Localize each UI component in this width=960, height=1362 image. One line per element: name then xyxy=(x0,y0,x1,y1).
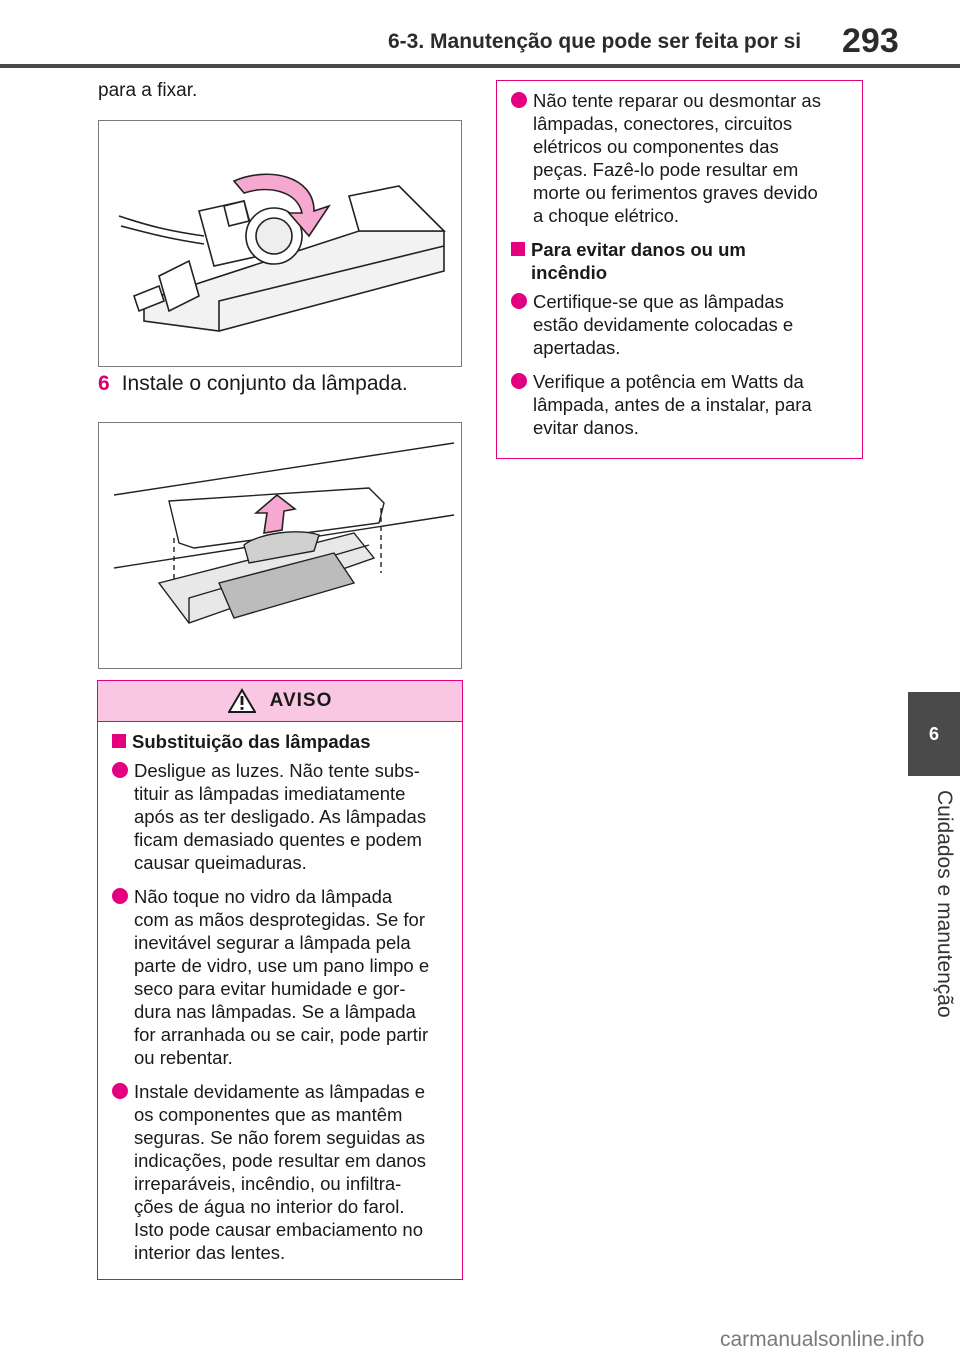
chapter-title-wrap: Cuidados e manutenção xyxy=(912,790,956,1040)
section-title: 6-3. Manutenção que pode ser feita por s… xyxy=(388,30,802,53)
intro-text: para a fixar. xyxy=(98,80,198,101)
figure-lamp-install xyxy=(98,422,462,669)
warning-label: AVISO xyxy=(269,690,333,711)
warning-bullet-text: Não toque no vidro da lâmpada com as mão… xyxy=(134,886,430,1068)
warning-heading: Substituição das lâmpadas xyxy=(112,730,448,753)
watermark: carmanualsonline.info xyxy=(720,1328,925,1351)
fire-prevention-bullet-text: Verifique a potência em Watts da lâmpada… xyxy=(533,371,812,438)
warning-continuation-box: Não tente reparar ou desmontar as lâmpad… xyxy=(496,80,863,459)
warning-bullet-text: Desligue as luzes. Não tente subs- titui… xyxy=(134,760,427,873)
lamp-assembly-illustration xyxy=(113,442,455,624)
step-number: 6 xyxy=(98,372,110,395)
bullet-dot-icon xyxy=(511,293,527,309)
fire-prevention-bullet-text: Certifique-se que as lâmpadas estão devi… xyxy=(533,291,794,358)
continuation-bullet: Não tente reparar ou desmontar as lâmpad… xyxy=(511,89,848,227)
warning-bullet: Desligue as luzes. Não tente subs- titui… xyxy=(112,759,448,874)
warning-box: AVISO Substituição das lâmpadas Desligue… xyxy=(97,680,463,1280)
warning-body: Substituição das lâmpadas Desligue as lu… xyxy=(98,722,462,1264)
bullet-dot-icon xyxy=(112,1083,128,1099)
fire-prevention-bullet: Certifique-se que as lâmpadas estão devi… xyxy=(511,290,848,359)
bullet-dot-icon xyxy=(511,92,527,108)
warning-bullet: Não toque no vidro da lâmpada com as mão… xyxy=(112,885,448,1069)
warning-triangle-icon xyxy=(227,688,256,713)
square-bullet-icon xyxy=(511,242,525,256)
chapter-title: Cuidados e manutenção xyxy=(933,790,956,1018)
warning-bullet-text: Instale devidamente as lâmpadas e os com… xyxy=(134,1081,427,1263)
chapter-number: 6 xyxy=(928,723,939,744)
square-bullet-icon xyxy=(112,734,126,748)
fire-prevention-bullet: Verifique a potência em Watts da lâmpada… xyxy=(511,370,848,439)
bulb-socket-illustration xyxy=(118,173,446,332)
step-6: 6 Instale o conjunto da lâmpada. xyxy=(98,372,408,396)
step-text: Instale o conjunto da lâmpada. xyxy=(121,372,408,395)
bullet-dot-icon xyxy=(511,373,527,389)
fire-prevention-heading-text: Para evitar danos ou um incêndio xyxy=(531,239,746,283)
fire-prevention-heading: Para evitar danos ou um incêndio xyxy=(511,238,848,284)
header-rule xyxy=(0,64,960,68)
chapter-tab: 6 xyxy=(908,692,960,776)
page-number: 293 xyxy=(842,22,899,60)
bullet-dot-icon xyxy=(112,888,128,904)
continuation-bullet-text: Não tente reparar ou desmontar as lâmpad… xyxy=(533,90,821,226)
warning-bullet: Instale devidamente as lâmpadas e os com… xyxy=(112,1080,448,1264)
warning-header: AVISO xyxy=(98,681,462,722)
figure-bulb-socket-rotate xyxy=(98,120,462,367)
bullet-dot-icon xyxy=(112,762,128,778)
warning-heading-text: Substituição das lâmpadas xyxy=(132,731,371,752)
